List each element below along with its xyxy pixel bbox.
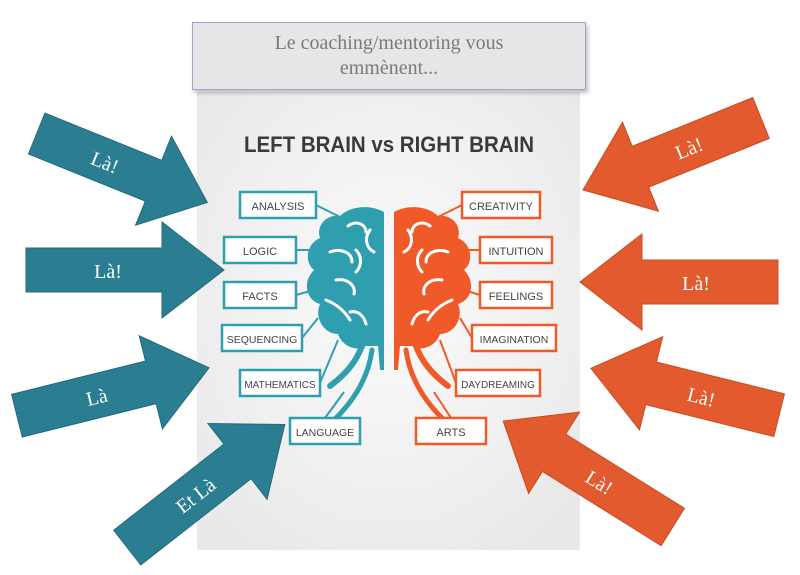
arrow-right-4: Là! bbox=[502, 411, 686, 547]
trait-label-language: LANGUAGE bbox=[296, 427, 354, 439]
caption-line-1: Le coaching/mentoring vous bbox=[274, 32, 504, 54]
trait-label-imagination: IMAGINATION bbox=[480, 334, 549, 346]
trait-box-analysis bbox=[238, 190, 318, 220]
trait-label-intuition: INTUITION bbox=[489, 246, 544, 258]
right-connector-4 bbox=[459, 317, 473, 339]
right-connector-5 bbox=[439, 339, 457, 384]
trait-label-logic: LOGIC bbox=[243, 246, 277, 258]
right-traits: CREATIVITY INTUITION FEELINGS IMAGINATIO… bbox=[414, 190, 558, 446]
trait-label-analysis: ANALYSIS bbox=[252, 201, 305, 213]
arrow-right-3: Là! bbox=[590, 335, 786, 438]
trait-box-creativity bbox=[460, 190, 542, 220]
left-arrows: Là! Là! Là Et Là bbox=[10, 112, 286, 566]
arrow-left-2-label: Là! bbox=[94, 261, 122, 283]
trait-label-creativity: CREATIVITY bbox=[469, 201, 534, 213]
trait-box-intuition bbox=[478, 235, 554, 265]
left-connector-6 bbox=[324, 391, 345, 419]
trait-box-arts bbox=[414, 416, 488, 446]
infographic-title: LEFT BRAIN vs RIGHT BRAIN bbox=[244, 132, 534, 157]
right-arrows: Là! Là! Là! Là! bbox=[502, 96, 786, 547]
trait-box-imagination bbox=[470, 323, 558, 353]
trait-box-daydreaming bbox=[454, 368, 542, 398]
trait-label-facts: FACTS bbox=[242, 291, 277, 303]
trait-box-facts bbox=[222, 280, 298, 310]
trait-label-mathematics: MATHEMATICS bbox=[244, 380, 316, 391]
left-connector-4 bbox=[301, 317, 319, 339]
arrow-right-1: Là! bbox=[582, 96, 770, 212]
left-connectors bbox=[295, 204, 345, 419]
trait-label-arts: ARTS bbox=[436, 427, 465, 439]
right-connector-6 bbox=[433, 391, 452, 419]
trait-box-feelings bbox=[478, 280, 554, 310]
brain-left-hemisphere bbox=[306, 207, 384, 421]
arrow-left-3: Là bbox=[10, 334, 210, 438]
trait-box-language bbox=[288, 416, 362, 446]
arrow-left-1: Là! bbox=[27, 112, 209, 227]
arrow-right-2: Là! bbox=[579, 232, 779, 332]
brain-right-hemisphere bbox=[394, 207, 472, 421]
trait-box-sequencing bbox=[220, 323, 304, 353]
trait-box-logic bbox=[222, 235, 298, 265]
arrow-right-2-label: Là! bbox=[682, 273, 710, 295]
arrow-left-2: Là! bbox=[25, 220, 225, 320]
left-traits: ANALYSIS LOGIC FACTS SEQUENCING MATHEMAT… bbox=[220, 190, 362, 446]
trait-label-daydreaming: DAYDREAMING bbox=[461, 380, 535, 391]
trait-label-feelings: FEELINGS bbox=[489, 291, 543, 303]
trait-box-mathematics bbox=[238, 368, 322, 398]
trait-label-sequencing: SEQUENCING bbox=[227, 334, 298, 346]
caption-line-2: emmènent... bbox=[339, 57, 439, 79]
left-connector-5 bbox=[319, 339, 339, 384]
caption-box: Le coaching/mentoring vous emmènent... bbox=[192, 22, 586, 90]
